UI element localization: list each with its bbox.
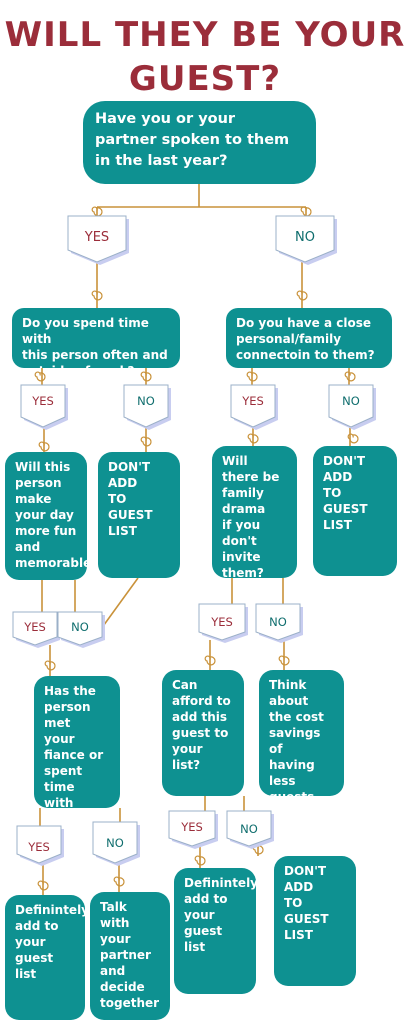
tag-shape-yes-5 bbox=[198, 603, 246, 641]
tag-shape-no-1 bbox=[275, 215, 335, 263]
curl-ornament-7 bbox=[246, 371, 258, 382]
node-dont-add-3: DON'T ADD TO GUEST LIST bbox=[274, 856, 356, 986]
node-dont-add-1: DON'T ADD TO GUEST LIST bbox=[98, 452, 180, 578]
answer-tags bbox=[12, 215, 376, 866]
curl-ornament-3 bbox=[91, 290, 103, 301]
node-spend-time: Do you spend time with this person often… bbox=[12, 308, 180, 368]
curl-ornament-17 bbox=[113, 876, 125, 887]
tag-yes-7: YES bbox=[181, 820, 203, 834]
tag-shape-yes-3 bbox=[230, 384, 276, 428]
tag-shape-yes-7 bbox=[168, 810, 216, 847]
node-make-day-fun: Will this person make your day more fun … bbox=[5, 452, 87, 580]
curl-ornament-4 bbox=[296, 290, 308, 301]
tag-yes-6: YES bbox=[28, 840, 50, 854]
connector-r1-no bbox=[100, 577, 139, 630]
title-line-1: WILL THEY BE YOUR bbox=[4, 15, 406, 55]
curl-ornament-2 bbox=[300, 206, 312, 217]
tag-no-7: NO bbox=[240, 822, 258, 836]
tag-no-1: NO bbox=[295, 230, 315, 245]
curl-ornament-1 bbox=[91, 206, 103, 217]
tag-shape-no-3 bbox=[328, 384, 374, 428]
node-family-drama: Will there be family drama if you don't … bbox=[212, 446, 297, 578]
node-cost-savings: Think about the cost savings of having l… bbox=[259, 670, 344, 796]
tag-shape-no-4 bbox=[57, 611, 103, 646]
tag-shape-yes-1 bbox=[67, 215, 127, 263]
curl-ornament-14 bbox=[204, 655, 216, 666]
node-dont-add-2: DON'T ADD TO GUEST LIST bbox=[313, 446, 397, 576]
curl-ornament-12 bbox=[347, 433, 359, 444]
tag-yes-3: YES bbox=[242, 394, 264, 408]
curl-ornament-6 bbox=[140, 371, 152, 382]
curl-ornament-8 bbox=[344, 371, 356, 382]
node-spoken-last-year: Have you or your partner spoken to them … bbox=[83, 101, 316, 184]
curl-ornament-10 bbox=[140, 436, 152, 447]
title-line-2: GUEST? bbox=[128, 59, 282, 99]
tag-shape-no-2 bbox=[123, 384, 169, 428]
tag-no-5: NO bbox=[269, 615, 287, 629]
tag-shape-yes-2 bbox=[20, 384, 66, 428]
tag-no-6: NO bbox=[106, 836, 124, 850]
curl-ornament-16 bbox=[37, 880, 49, 891]
tag-yes-1: YES bbox=[84, 230, 110, 245]
curl-ornament-5 bbox=[34, 371, 46, 382]
tag-yes-2: YES bbox=[32, 394, 54, 408]
tag-shape-yes-6 bbox=[16, 825, 62, 864]
node-definitely-add-2: Definintely add to your guest list bbox=[174, 868, 256, 994]
connector-q1-branches bbox=[96, 184, 307, 216]
node-can-afford: Can afford to add this guest to your lis… bbox=[162, 670, 244, 796]
node-talk-with-partner: Talk with your partner and decide togeth… bbox=[90, 892, 170, 1020]
tag-yes-5: YES bbox=[211, 615, 233, 629]
curl-ornament-13 bbox=[44, 660, 56, 671]
tag-no-4: NO bbox=[71, 620, 89, 634]
curl-ornaments bbox=[34, 206, 359, 891]
node-close-connection: Do you have a close personal/family conn… bbox=[226, 308, 392, 368]
tag-shape-yes-4 bbox=[12, 611, 58, 646]
curl-ornament-18 bbox=[194, 855, 206, 866]
tag-no-2: NO bbox=[137, 394, 155, 408]
curl-ornament-11 bbox=[247, 433, 259, 444]
tag-no-3: NO bbox=[342, 394, 360, 408]
curl-ornament-15 bbox=[278, 655, 290, 666]
tag-yes-4: YES bbox=[24, 620, 46, 634]
tag-shape-no-5 bbox=[255, 603, 301, 641]
curl-ornament-9 bbox=[38, 441, 50, 452]
tag-shape-no-7 bbox=[226, 810, 272, 847]
tag-shape-no-6 bbox=[92, 821, 138, 864]
node-met-fiance: Has the person met your fiance or spent … bbox=[34, 676, 120, 808]
node-definitely-add-1: Definintely add to your guest list bbox=[5, 895, 85, 1020]
